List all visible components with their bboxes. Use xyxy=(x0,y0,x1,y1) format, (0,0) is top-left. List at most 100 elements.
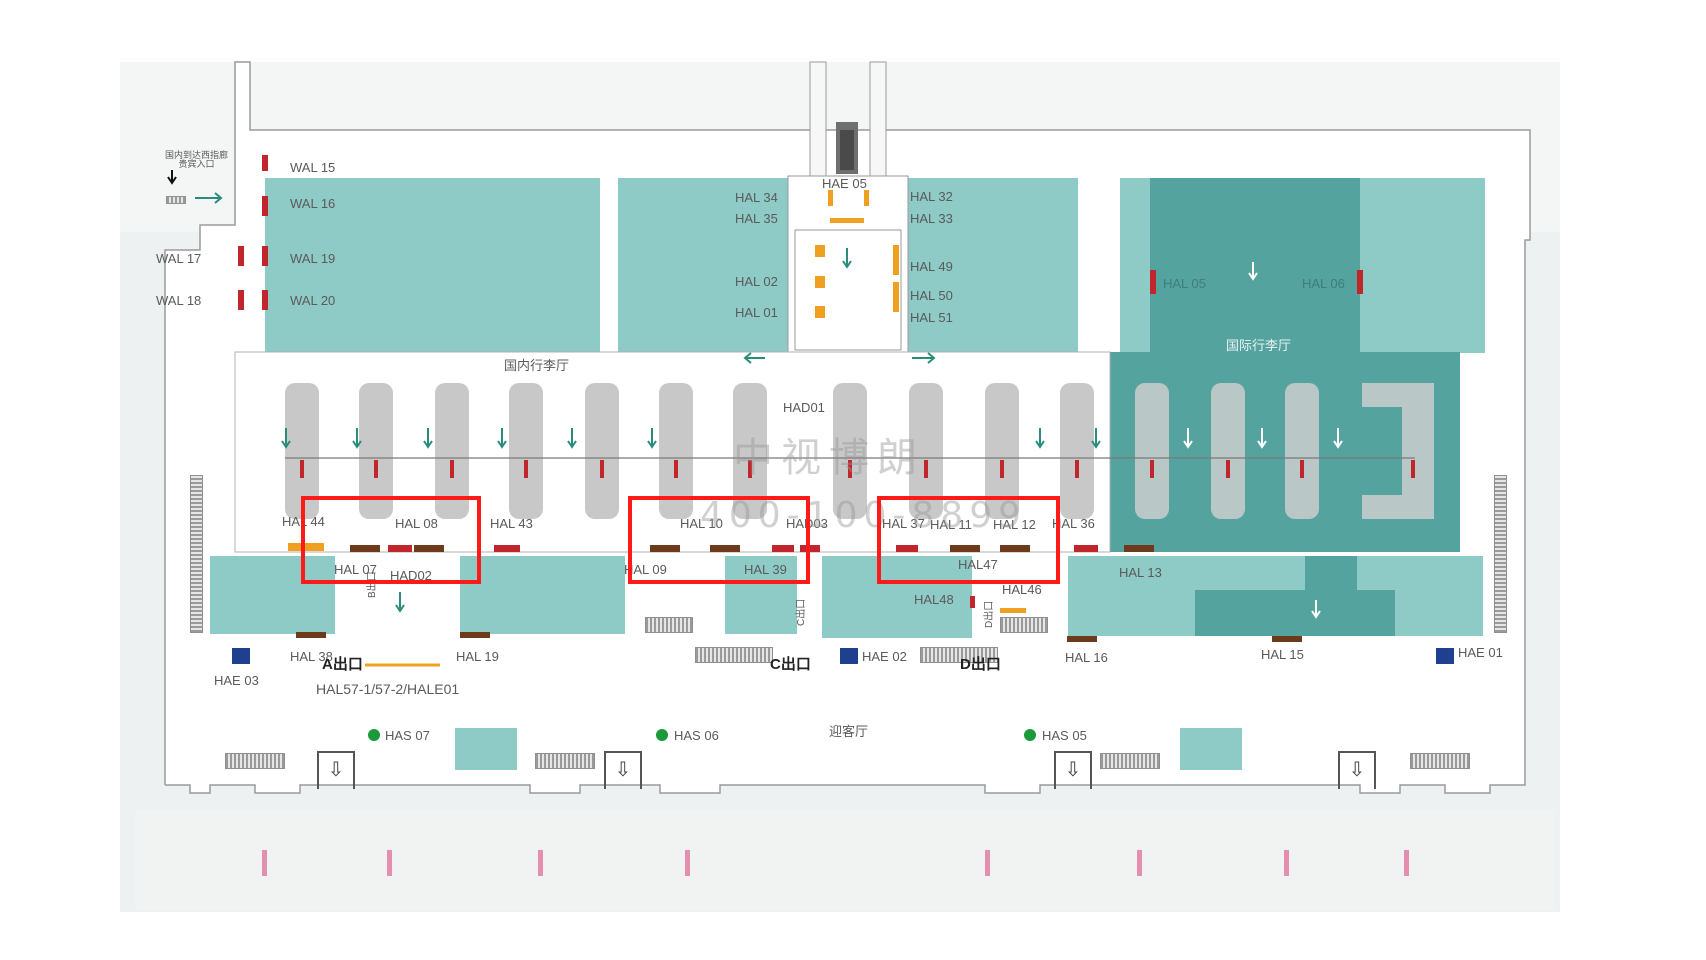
carousel xyxy=(833,383,867,519)
label-hal36: HAL 36 xyxy=(1052,516,1095,531)
ad-spot xyxy=(1124,545,1154,552)
stairs xyxy=(1000,617,1048,633)
ad-spot xyxy=(1067,636,1097,642)
ad-spot xyxy=(238,290,244,310)
ad-spot xyxy=(262,246,268,266)
carousel-ad-marker xyxy=(1300,460,1304,478)
carousel-ad-marker xyxy=(450,460,454,478)
label-hal34: HAL 34 xyxy=(735,190,778,205)
ad-spot xyxy=(1272,636,1302,642)
label-had02: HAD02 xyxy=(390,568,432,583)
hae02-marker xyxy=(840,648,858,664)
curb-marker xyxy=(685,850,690,876)
carousel xyxy=(1211,383,1245,519)
label-hae05: HAE 05 xyxy=(822,176,867,191)
label-hal48: HAL48 xyxy=(914,592,954,607)
label-hal50: HAL 50 xyxy=(910,288,953,303)
label-dom-exit-sign: 国内到达西指廊 贵宾入口 xyxy=(165,150,229,169)
label-side-d: D出口 xyxy=(984,600,995,628)
ad-spot xyxy=(815,245,825,257)
label-hal49: HAL 49 xyxy=(910,259,953,274)
ad-spot xyxy=(815,306,825,318)
stairs xyxy=(1100,753,1160,769)
ad-spot xyxy=(414,545,444,552)
ad-spot xyxy=(896,545,918,552)
watermark-line1: 中视博朗 xyxy=(733,435,925,481)
arrow-down-icon xyxy=(1311,610,1321,619)
label-hal10: HAL 10 xyxy=(680,516,723,531)
arrow-down-icon xyxy=(1091,440,1101,449)
ad-spot xyxy=(864,190,869,206)
carousel-ad-marker xyxy=(1150,460,1154,478)
label-side-c: C出口 xyxy=(796,598,807,626)
label-hal19: HAL 19 xyxy=(456,649,499,664)
ad-spot xyxy=(950,545,980,552)
carousel-ad-marker xyxy=(524,460,528,478)
exit-down-icon: ⇩ xyxy=(604,751,642,789)
baggage-carousels xyxy=(285,383,1434,519)
ad-spot xyxy=(772,545,794,552)
label-hae03: HAE 03 xyxy=(214,673,259,688)
label-hal06: HAL 06 xyxy=(1302,276,1345,291)
ad-spot xyxy=(296,632,326,638)
arrow-down-icon xyxy=(497,440,507,449)
arrow-down-icon xyxy=(281,440,291,449)
arrow-down-icon xyxy=(423,440,433,449)
carousel xyxy=(285,383,319,519)
stairs xyxy=(1410,753,1470,769)
label-exit-c: C出口 xyxy=(770,656,811,673)
label-exit-d: D出口 xyxy=(960,656,1001,673)
ad-spot xyxy=(650,545,680,552)
carousel-ad-marker xyxy=(1075,460,1079,478)
escalator-west xyxy=(190,475,203,633)
label-intl-hall: 国际行李厅 xyxy=(1226,338,1292,353)
stairs xyxy=(225,753,285,769)
label-hal39: HAL 39 xyxy=(744,562,787,577)
ad-spot xyxy=(1000,608,1026,613)
label-wal16: WAL 16 xyxy=(290,196,336,211)
ad-spot xyxy=(494,545,520,552)
arrow-right-icon xyxy=(912,352,936,364)
label-hal08: HAL 08 xyxy=(395,516,438,531)
label-had01: HAD01 xyxy=(783,400,825,415)
label-hal16: HAL 16 xyxy=(1065,650,1108,665)
ad-spot xyxy=(288,543,324,551)
exit-down-icon: ⇩ xyxy=(1054,751,1092,789)
stairs xyxy=(645,617,693,633)
label-has06: HAS 06 xyxy=(674,728,719,743)
label-hal38: HAL 38 xyxy=(290,649,333,664)
curb-marker xyxy=(538,850,543,876)
watermark-line2: 400-100-8899 xyxy=(700,495,1028,536)
label-arrival-hall: 迎客厅 xyxy=(829,724,869,739)
stairs xyxy=(535,753,595,769)
curb-marker xyxy=(985,850,990,876)
arrow-down-icon xyxy=(1183,440,1193,449)
label-exit-a: A出口 xyxy=(322,656,363,673)
label-hal33: HAL 33 xyxy=(910,211,953,226)
has07-marker xyxy=(368,729,380,741)
label-hae01: HAE 01 xyxy=(1458,645,1503,660)
exit-down-icon: ⇩ xyxy=(1338,751,1376,789)
curb-marker xyxy=(262,850,267,876)
label-hal47: HAL47 xyxy=(958,557,998,572)
label-hal35: HAL 35 xyxy=(735,211,778,226)
ad-spot xyxy=(828,190,833,206)
ad-spot xyxy=(830,218,864,223)
arrow-down-icon xyxy=(1248,272,1258,281)
label-wal18: WAL 18 xyxy=(156,293,202,308)
carousel xyxy=(985,383,1019,519)
curb-markers xyxy=(262,850,1409,876)
ad-spot xyxy=(1357,270,1363,294)
has06-marker xyxy=(656,729,668,741)
label-hal46: HAL46 xyxy=(1002,582,1042,597)
label-hal05: HAL 05 xyxy=(1163,276,1206,291)
label-hal43: HAL 43 xyxy=(490,516,533,531)
ad-spot xyxy=(238,246,244,266)
label-hal32: HAL 32 xyxy=(910,189,953,204)
domestic-baggage-block-east xyxy=(908,178,1078,353)
ad-spot xyxy=(262,155,268,171)
carousel xyxy=(359,383,393,519)
curbside-area xyxy=(135,810,1555,910)
escalator-east xyxy=(1494,475,1507,633)
